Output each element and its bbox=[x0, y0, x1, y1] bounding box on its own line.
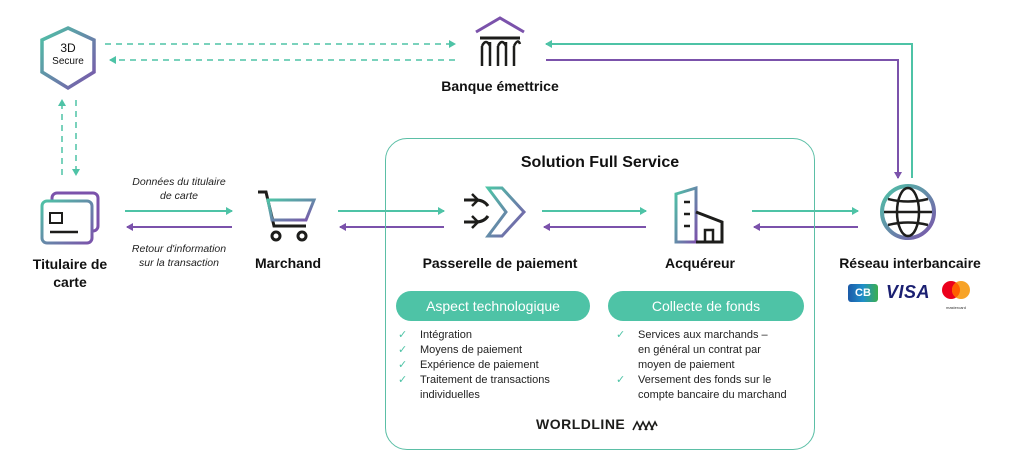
card-icon bbox=[40, 191, 100, 245]
list-item: moyen de paiement bbox=[638, 359, 735, 371]
tech-aspect-list: IntégrationMoyens de paiementExpérience … bbox=[398, 328, 588, 403]
network-to-bank-arrow bbox=[545, 40, 913, 178]
mastercard-logo: mastercard bbox=[940, 280, 972, 310]
panel-title: Solution Full Service bbox=[520, 154, 680, 171]
merchant-label: Marchand bbox=[254, 255, 322, 271]
cardholder-data-note: Données du titulaire de carte bbox=[118, 175, 240, 203]
cardholder-label-line1: Titulaire de bbox=[32, 256, 108, 272]
list-item: Moyens de paiement bbox=[398, 343, 588, 358]
list-item: Versement des fonds sur le bbox=[616, 373, 806, 388]
network-label: Réseau interbancaire bbox=[839, 255, 981, 271]
cb-logo: CB bbox=[848, 284, 878, 302]
acquirer-label: Acquéreur bbox=[664, 255, 736, 271]
cardholder-data-line2: de carte bbox=[160, 190, 198, 202]
list-item: Services aux marchands – bbox=[616, 328, 806, 343]
list-item: Expérience de paiement bbox=[398, 358, 588, 373]
shopping-cart-icon bbox=[258, 190, 317, 242]
transaction-feedback-note: Retour d'information sur la transaction bbox=[118, 242, 240, 270]
secure-line2: Secure bbox=[52, 56, 84, 67]
funds-collection-list: Services aux marchands –en général un co… bbox=[616, 328, 806, 403]
worldline-logo: WORLDLINE bbox=[536, 416, 658, 432]
cardholder-label: Titulaire de carte bbox=[18, 255, 122, 291]
bank-label: Banque émettrice bbox=[441, 78, 559, 94]
list-item: Traitement de transactions bbox=[398, 373, 588, 388]
bank-to-network-arrow bbox=[546, 59, 902, 179]
tech-aspect-pill: Aspect technologique bbox=[396, 291, 590, 321]
mastercard-circles-icon bbox=[942, 281, 970, 299]
gateway-icon bbox=[464, 186, 527, 238]
secure-shield-text: 3D Secure bbox=[44, 42, 92, 68]
transaction-feedback-line1: Retour d'information bbox=[131, 243, 227, 255]
globe-icon bbox=[880, 184, 936, 240]
worldline-wordmark: WORLDLINE bbox=[536, 416, 626, 432]
bank-icon bbox=[475, 16, 525, 66]
worldline-waves-icon bbox=[631, 420, 658, 431]
list-item: Intégration bbox=[398, 328, 588, 343]
list-item: en général un contrat par bbox=[638, 344, 761, 356]
gateway-label: Passerelle de paiement bbox=[422, 255, 578, 271]
cardholder-label-line2: carte bbox=[53, 274, 87, 290]
cb-logo-text: CB bbox=[855, 287, 871, 299]
visa-logo: VISA bbox=[886, 282, 931, 302]
transaction-feedback-line2: sur la transaction bbox=[139, 257, 219, 269]
mastercard-wordmark: mastercard bbox=[945, 305, 966, 310]
building-icon bbox=[674, 185, 724, 244]
list-item: compte bancaire du marchand bbox=[638, 389, 787, 401]
shield-icon bbox=[40, 26, 96, 91]
funds-collection-pill: Collecte de fonds bbox=[608, 291, 804, 321]
cardholder-data-line1: Données du titulaire bbox=[132, 176, 226, 188]
secure-line1: 3D bbox=[60, 41, 76, 55]
full-service-panel bbox=[385, 138, 815, 450]
list-item: individuelles bbox=[420, 389, 480, 401]
